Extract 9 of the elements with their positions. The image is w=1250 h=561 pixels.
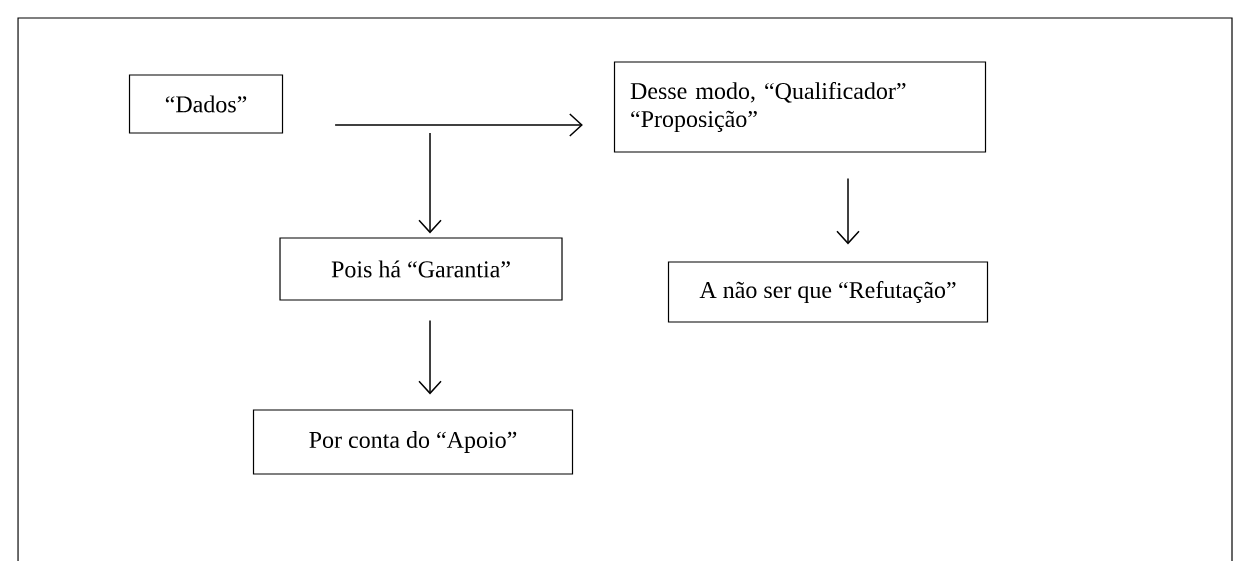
text-box: Pois há “Garantia”: [279, 237, 563, 301]
text-box: Por conta do “Apoio”: [252, 409, 574, 475]
text-box: A não ser que “Refutação”: [667, 261, 989, 323]
text-box: Desse modo, “Qualificador” “Proposição”: [613, 61, 987, 153]
arrow: [418, 319, 442, 395]
arrow: [418, 132, 442, 234]
text-box: “Dados”: [128, 74, 284, 134]
arrow: [334, 113, 583, 137]
arrow: [836, 177, 860, 245]
